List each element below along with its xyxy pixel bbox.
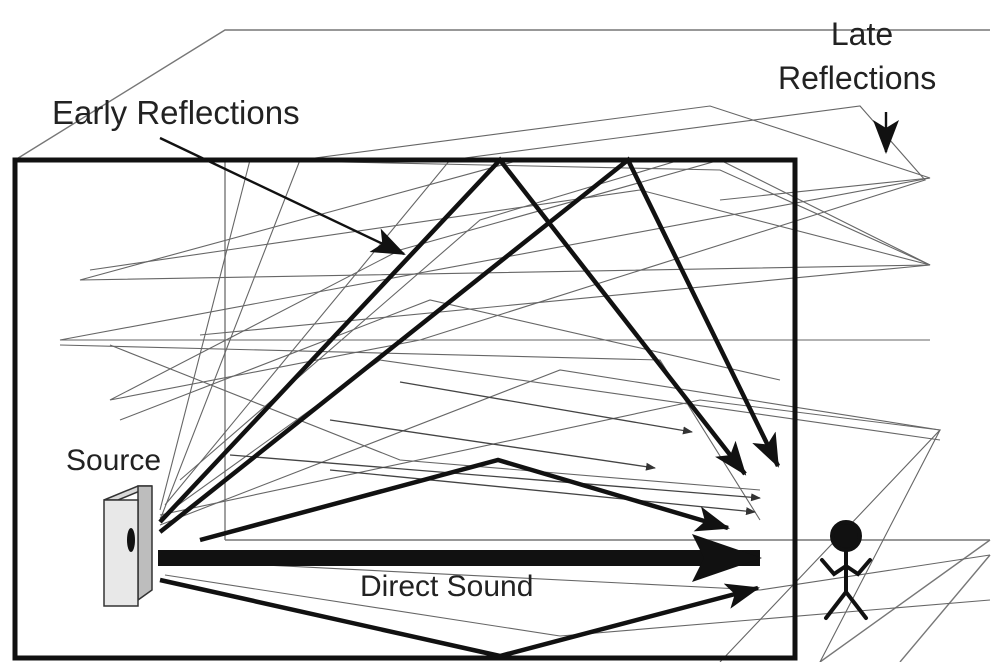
early-ray-floor xyxy=(159,577,760,659)
speaker-icon xyxy=(103,485,153,607)
late-ray-14 xyxy=(719,177,931,201)
early-reflections-pointer xyxy=(159,136,406,256)
speaker-front-face xyxy=(103,499,139,607)
late-ray-12 xyxy=(119,299,781,421)
late-ray-11 xyxy=(164,574,991,637)
early-ray-ceiling-1 xyxy=(158,156,747,524)
late-ray-5 xyxy=(159,369,941,663)
thin-arrow-4 xyxy=(329,469,756,516)
room-perspective-lines xyxy=(14,29,991,663)
early-reflections-label: Early Reflections xyxy=(52,94,300,131)
late-ray-6 xyxy=(109,344,761,491)
late-ray-10 xyxy=(164,554,991,591)
direct-sound-label: Direct Sound xyxy=(360,570,534,603)
late-ray-1 xyxy=(59,105,931,521)
late-reflections-label-line1: Late xyxy=(830,16,894,52)
thin-arrow-1 xyxy=(399,381,693,435)
early-ray-ceiling-2 xyxy=(158,156,781,534)
late-ray-3 xyxy=(109,105,931,506)
person-legs xyxy=(824,588,868,620)
room-top-back-edge xyxy=(14,29,990,161)
person-arms xyxy=(820,558,872,577)
speaker-driver-icon xyxy=(127,528,135,552)
late-ray-4 xyxy=(159,399,942,663)
thin-arrow-3 xyxy=(229,454,761,502)
room-front-frame xyxy=(12,157,798,661)
late-ray-2 xyxy=(79,159,931,511)
room-floor-diagonal xyxy=(819,539,991,663)
source-label: Source xyxy=(66,444,162,477)
early-reflection-rays xyxy=(158,156,781,659)
person-icon xyxy=(820,520,872,620)
late-ray-8 xyxy=(89,189,931,336)
late-reflections-label-line2: Reflections xyxy=(778,60,937,96)
speaker-right-face xyxy=(137,485,153,602)
room-floor-diagonal-2 xyxy=(899,554,991,663)
early-ray-side xyxy=(199,457,730,543)
thin-arrow-2 xyxy=(329,419,656,471)
thin-reflection-arrows xyxy=(229,381,761,516)
person-head xyxy=(830,520,862,552)
